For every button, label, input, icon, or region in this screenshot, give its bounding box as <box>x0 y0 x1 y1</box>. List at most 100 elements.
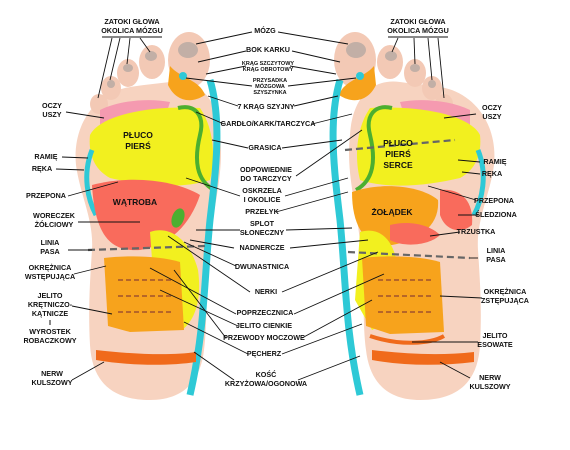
left-sinus-hatch-2 <box>145 51 157 61</box>
leader-nerw-r <box>439 361 471 379</box>
right-toe-3 <box>404 59 426 87</box>
label-jelito-kret-3: KĄTNICZE <box>32 309 69 318</box>
label-zatoki-r-1: ZATOKI GŁOWA <box>390 17 445 26</box>
label-okreznica-zst-1: OKRĘŻNICA <box>484 287 527 296</box>
label-krag-szczytowy-2: KRĄG OBROTOWY <box>243 67 294 73</box>
label-jelito-kret-6: ROBACZKOWY <box>23 336 76 345</box>
right-lung-label-2: PIERŚ <box>385 148 411 159</box>
leader-jelito-cienkie <box>159 289 239 327</box>
leader-trzustka <box>429 231 461 237</box>
left-sciatic-band <box>96 350 196 365</box>
label-ramie-l-2: RĘKA <box>32 164 52 173</box>
leader-odpowiednie <box>295 129 363 177</box>
label-gardlo: GARDŁO/KARK/TARCZYCA <box>221 119 316 128</box>
leader-bok-karku-r <box>291 50 341 63</box>
left-neck-zone <box>168 66 205 101</box>
right-thyroid-zone <box>354 105 393 192</box>
label-przysadka-3: SZYSZYNKA <box>253 90 286 96</box>
left-lung-zone <box>89 107 213 186</box>
leader-przysadka-l <box>185 77 253 87</box>
left-toe-2 <box>139 45 165 79</box>
leader-grasica-r <box>281 139 343 149</box>
label-nerw-r-1: NERW <box>479 373 501 382</box>
leader-przelyk <box>275 191 349 213</box>
right-pituitary-dot <box>356 72 364 80</box>
stomach-label: ŻOŁĄDEK <box>371 207 413 217</box>
label-kosc-1: KOŚĆ <box>256 370 277 379</box>
label-ramie-l-1: RAMIĘ <box>34 152 57 161</box>
label-dwunastnica: DWUNASTNICA <box>235 262 289 271</box>
leader-krag7-l <box>207 95 239 107</box>
left-sinus-hatch-3 <box>123 64 133 72</box>
label-woreczek-2: ŻÓŁCIOWY <box>35 220 74 229</box>
leader-mozg-r <box>277 31 349 45</box>
label-jelito-kret-5: WYROSTEK <box>29 327 71 336</box>
left-sinus-hatch-4 <box>107 80 115 88</box>
right-lung-label-1: PŁUCO <box>383 138 413 148</box>
right-foot <box>329 32 495 401</box>
label-woreczek-1: WORECZEK <box>33 211 76 220</box>
right-lung-label: PŁUCO PIERŚ SERCE <box>383 138 413 170</box>
label-przelyk: PRZEŁYK <box>245 207 279 216</box>
leader-ramie-l <box>61 156 89 159</box>
right-sciatic-band <box>372 350 474 365</box>
right-spine-line <box>329 78 364 396</box>
right-diaphragm-line <box>344 138 456 152</box>
leader-nerw-l <box>71 361 105 381</box>
leader-zatoki-l-3 <box>126 37 131 65</box>
leader-bok-karku-l <box>197 50 247 63</box>
label-zatoki-l-2: OKOLICA MÓZGU <box>101 26 163 35</box>
label-przysadka-1: PRZYSADKA <box>253 78 287 84</box>
label-przepona-l: PRZEPONA <box>26 191 66 200</box>
leader-mozg-l <box>195 31 253 45</box>
left-gallbladder <box>171 208 185 228</box>
left-colon-zone <box>104 256 184 332</box>
label-jelito-kret-1: JELITO <box>37 291 62 300</box>
right-waist-line <box>347 250 471 260</box>
label-jelito-esowate-1: JELITO <box>482 331 507 340</box>
label-jelito-kret-2: KRĘTNICZO- <box>28 300 73 309</box>
leader-gardlo-r <box>311 113 353 125</box>
left-toe-3 <box>117 59 139 87</box>
liver-label: WĄTROBA <box>113 197 157 207</box>
leader-zatoki-r-2 <box>413 37 416 65</box>
leader-ramie-r <box>457 159 481 163</box>
label-oczy-l-2: USZY <box>42 110 61 119</box>
left-sinus-hatch-1 <box>178 42 198 58</box>
label-sledziona: ŚLEDZIONA <box>475 210 517 219</box>
label-przysadka-2: MÓZGOWA <box>255 82 285 90</box>
right-shoulder-line <box>471 149 486 217</box>
leader-nadnercze-l <box>189 239 235 249</box>
right-colon-zone <box>362 256 444 334</box>
leader-zatoki-r-4 <box>437 37 445 99</box>
leader-gardlo-l <box>195 111 225 125</box>
label-krag-szczytowy-1: KRĄG SZCZYTOWY <box>242 61 294 67</box>
label-pecherz: PĘCHERZ <box>247 349 282 358</box>
left-thyroid-zone <box>177 105 216 192</box>
label-zatoki-r-2: OKOLICA MÓZGU <box>387 26 449 35</box>
label-oczy-r-2: USZY <box>482 112 501 121</box>
label-poprzecznica: POPRZECZNICA <box>237 308 294 317</box>
leader-krag-l <box>205 65 247 75</box>
leader-przewody-r <box>301 299 373 339</box>
leader-przepona-r <box>427 185 477 201</box>
label-nerw-l-2: KULSZOWY <box>31 378 72 387</box>
label-przepona-r: PRZEPONA <box>474 196 514 205</box>
left-spine-line <box>186 78 221 396</box>
label-splot-2: SŁONECZNY <box>240 228 285 237</box>
leader-krag-r <box>289 65 337 75</box>
leader-oskrzela-l <box>185 177 241 197</box>
left-lung-label-1: PŁUCO <box>123 130 153 140</box>
label-ramie-r-2: RĘKA <box>482 169 502 178</box>
center-labels: MÓZG BOK KARKU KRĄG SZCZYTOWY KRĄG OBROT… <box>221 26 316 388</box>
left-lung-label: PŁUCO PIERŚ <box>123 130 153 151</box>
leader-reka-l <box>55 168 85 171</box>
label-oczy-r-1: OCZY <box>482 103 502 112</box>
right-sinus-hatch-2 <box>385 51 397 61</box>
label-kosc-2: KRZYŻOWA/OGONOWA <box>225 379 307 388</box>
leader-dwunastnica <box>183 241 237 267</box>
label-nerw-l-1: NERW <box>41 369 63 378</box>
leader-grasica-l <box>211 139 249 149</box>
right-spleen-zone <box>440 189 473 231</box>
